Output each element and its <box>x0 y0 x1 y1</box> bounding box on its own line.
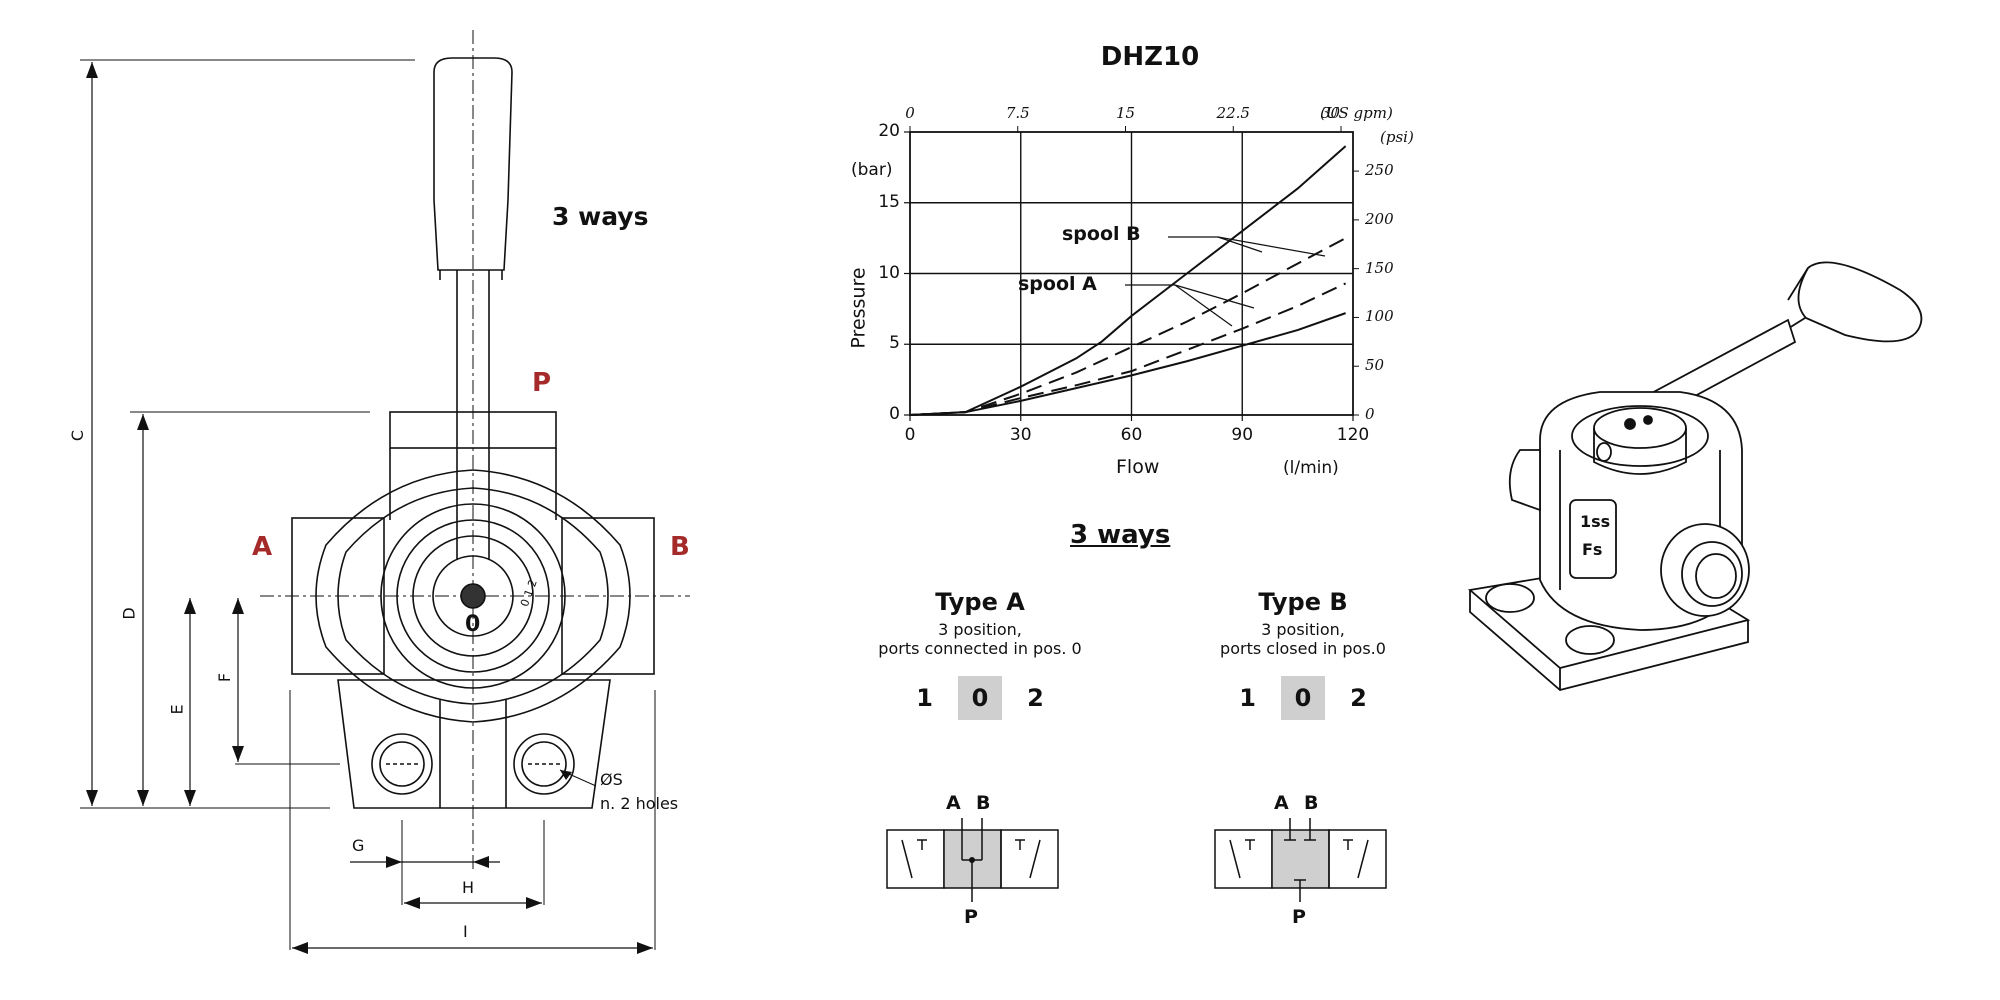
series-line-3 <box>909 312 1346 416</box>
x2-tick-label-3: 22.5 <box>1216 104 1250 122</box>
type-a-pos-2: 2 <box>1027 684 1044 712</box>
type-b-positions: 1 0 2 <box>1158 676 1448 720</box>
type-a-port-b: B <box>976 792 991 814</box>
port-p-label: P <box>532 368 552 398</box>
y2-tick-label-2: 100 <box>1365 307 1394 326</box>
type-a-block: Type A 3 position, ports connected in po… <box>835 588 1125 720</box>
y2-tick-label-3: 150 <box>1365 258 1394 277</box>
x2-unit-label: (US gpm) <box>1320 104 1393 122</box>
hole-diameter-label: ØS <box>600 770 623 789</box>
port-a-label: A <box>252 532 273 562</box>
x-axis-label: Flow <box>1116 456 1160 478</box>
leader-spool-b-1 <box>1217 236 1263 253</box>
type-b-pos-2: 2 <box>1350 684 1367 712</box>
type-b-title: Type B <box>1258 588 1348 616</box>
type-a-positions: 1 0 2 <box>835 676 1125 720</box>
type-a-title: Type A <box>935 588 1025 616</box>
y-tick-label-0: 0 <box>889 404 900 424</box>
body-zero-mark: 0 <box>465 612 481 637</box>
y2-tick-label-0: 0 <box>1365 405 1375 423</box>
x-tick-label-4: 120 <box>1336 425 1370 445</box>
x-tick-label-0: 0 <box>904 425 916 445</box>
ways-label: 3 ways <box>552 202 649 231</box>
series-line-1 <box>909 237 1347 416</box>
dim-h-label: H <box>462 878 475 897</box>
x-tick-label-3: 90 <box>1231 425 1254 445</box>
hole-count-note: n. 2 holes <box>600 794 679 813</box>
iso-plate-text-bottom: Fs <box>1582 540 1603 559</box>
schematic-heading: 3 ways <box>1070 520 1171 550</box>
type-b-block: Type B 3 position, ports closed in pos.0… <box>1158 588 1448 720</box>
y2-tick-label-1: 50 <box>1365 356 1385 375</box>
annotation-spool-b-letter: B <box>1126 223 1141 245</box>
type-a-pos-1: 1 <box>916 684 933 712</box>
type-b-pos-0: 0 <box>1281 676 1325 720</box>
y2-tick-label-5: 250 <box>1365 161 1394 180</box>
x-tick-label-1: 30 <box>1009 425 1032 445</box>
type-a-port-p: P <box>964 906 978 928</box>
series-line-0 <box>909 145 1347 416</box>
type-a-desc-1: 3 position, <box>938 620 1022 639</box>
type-b-port-b: B <box>1304 792 1319 814</box>
annotation-spool-b: spool B <box>1062 223 1141 245</box>
x-tick-label-2: 60 <box>1120 425 1143 445</box>
leader-spool-a-2 <box>1174 284 1255 309</box>
x2-tick-label-1: 7.5 <box>1005 104 1030 122</box>
type-b-desc-2: ports closed in pos.0 <box>1220 639 1386 658</box>
type-a-port-a: A <box>946 792 961 814</box>
type-b-port-p: P <box>1292 906 1306 928</box>
x2-tick-label-4: 30 <box>1321 104 1341 122</box>
leader-spool-b-2 <box>1217 236 1326 257</box>
type-b-desc-1: 3 position, <box>1261 620 1345 639</box>
type-a-desc-2: ports connected in pos. 0 <box>878 639 1082 658</box>
chart-title: DHZ10 <box>1100 42 1200 72</box>
port-b-label: B <box>670 532 690 562</box>
y-tick-label-2: 10 <box>878 262 900 283</box>
leader-spool-a-1 <box>1174 284 1233 327</box>
y2-tick-label-4: 200 <box>1365 209 1394 228</box>
type-a-pos-0: 0 <box>958 676 1002 720</box>
y2-unit-label: (psi) <box>1380 128 1414 146</box>
y-tick-label-4: 20 <box>878 121 900 141</box>
y-tick-label-1: 5 <box>889 333 900 354</box>
iso-plate-text-top: 1ss <box>1580 512 1611 531</box>
y-tick-label-3: 15 <box>878 191 900 212</box>
annotation-spool-a-letter: A <box>1082 273 1097 295</box>
annotation-spool-b-text: spool <box>1062 223 1120 245</box>
dim-i-label: I <box>463 922 468 941</box>
annotation-spool-a-text: spool <box>1018 273 1076 295</box>
dim-g-label: G <box>352 836 365 855</box>
type-b-pos-1: 1 <box>1239 684 1256 712</box>
x2-tick-label-0: 0 <box>905 104 915 122</box>
y-unit-label: (bar) <box>851 160 893 180</box>
x-unit-label: (l/min) <box>1283 458 1339 478</box>
x2-tick-label-2: 15 <box>1115 104 1136 122</box>
annotation-spool-a: spool A <box>1018 273 1097 295</box>
type-b-port-a: A <box>1274 792 1289 814</box>
